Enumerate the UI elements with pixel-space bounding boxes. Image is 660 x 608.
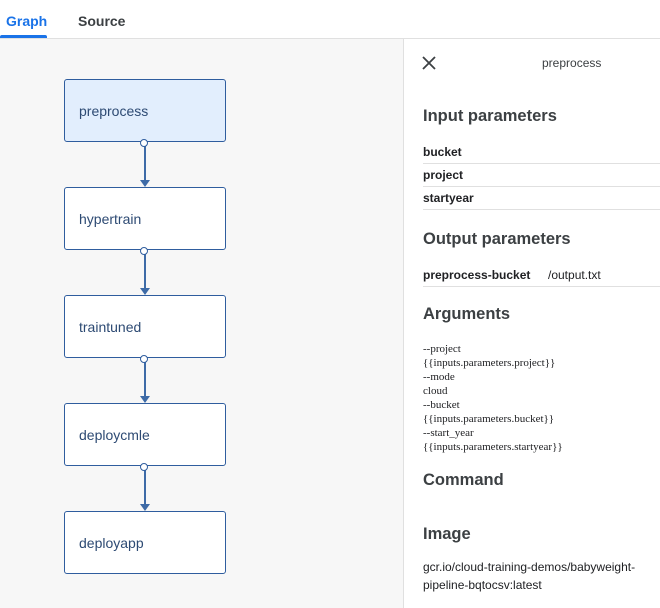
graph-edge [144, 362, 146, 398]
output-param-row: preprocess-bucket /output.txt [423, 264, 660, 287]
input-param-row: startyear [423, 187, 660, 210]
param-name: startyear [423, 191, 474, 205]
tab-graph[interactable]: Graph [6, 13, 48, 29]
node-label: deploycmle [79, 427, 150, 443]
node-output-port [140, 139, 148, 147]
graph-edge [144, 146, 146, 182]
arguments-list: --project {{inputs.parameters.project}} … [423, 342, 563, 454]
command-heading: Command [423, 471, 504, 489]
node-output-port [140, 247, 148, 255]
input-parameters-heading: Input parameters [423, 107, 557, 125]
argument-line: --start_year [423, 427, 474, 439]
input-param-row: bucket [423, 141, 660, 164]
image-line: pipeline-bqtocsv:latest [423, 578, 542, 592]
param-name: bucket [423, 145, 462, 159]
graph-edge [144, 254, 146, 290]
node-output-port [140, 355, 148, 363]
node-label: traintuned [79, 319, 142, 335]
node-label: preprocess [79, 103, 149, 119]
input-param-row: project [423, 164, 660, 187]
graph-node-preprocess[interactable]: preprocess [64, 79, 226, 142]
argument-line: cloud [423, 385, 448, 397]
node-output-port [140, 463, 148, 471]
argument-line: {{inputs.parameters.bucket}} [423, 413, 555, 425]
argument-line: {{inputs.parameters.project}} [423, 357, 556, 369]
argument-line: --mode [423, 371, 455, 383]
edge-arrowhead [140, 396, 150, 403]
argument-line: --bucket [423, 399, 460, 411]
edge-arrowhead [140, 180, 150, 187]
argument-line: {{inputs.parameters.startyear}} [423, 441, 563, 453]
node-label: hypertrain [79, 211, 142, 227]
param-name: project [423, 168, 464, 182]
edge-arrowhead [140, 504, 150, 511]
graph-node-hypertrain[interactable]: hypertrain [64, 187, 226, 250]
image-heading: Image [423, 525, 471, 543]
edge-arrowhead [140, 288, 150, 295]
graph-edge [144, 470, 146, 506]
tab-bar: Graph Source [0, 0, 660, 39]
graph-node-traintuned[interactable]: traintuned [64, 295, 226, 358]
graph-node-deploycmle[interactable]: deploycmle [64, 403, 226, 466]
node-details-panel: preprocess Input parameters bucket proje… [403, 39, 660, 608]
tab-source[interactable]: Source [78, 13, 126, 29]
arguments-heading: Arguments [423, 305, 511, 323]
pipeline-graph: preprocess hypertrain traintuned deployc… [0, 39, 403, 608]
active-tab-indicator [0, 35, 47, 38]
close-icon[interactable] [420, 54, 438, 72]
output-parameters-heading: Output parameters [423, 230, 571, 248]
argument-line: --project [423, 343, 461, 355]
param-name: preprocess-bucket [423, 268, 531, 282]
image-line: gcr.io/cloud-training-demos/babyweight- [423, 560, 636, 574]
graph-node-deployapp[interactable]: deployapp [64, 511, 226, 574]
image-value: gcr.io/cloud-training-demos/babyweight- … [423, 558, 653, 594]
node-label: deployapp [79, 535, 144, 551]
param-value: /output.txt [548, 268, 601, 282]
panel-title: preprocess [542, 56, 602, 70]
